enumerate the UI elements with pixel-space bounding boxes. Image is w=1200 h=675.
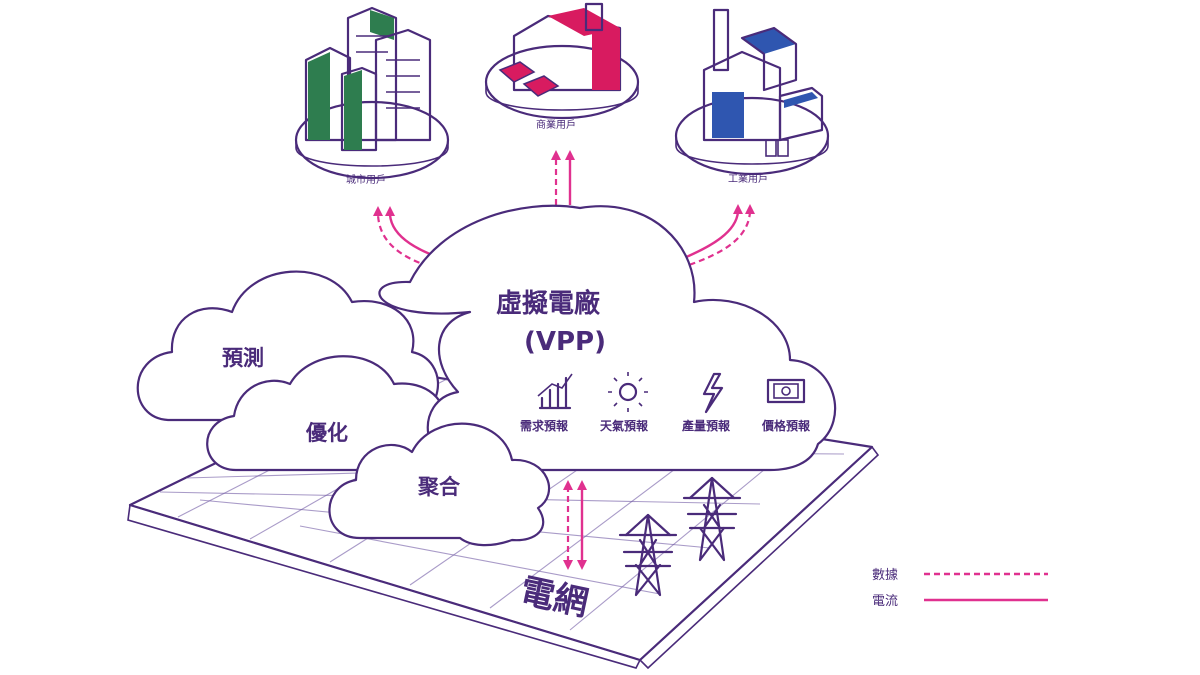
city-user-building-icon: 城市用戶 bbox=[294, 6, 450, 186]
optimize-cloud: 優化 bbox=[206, 355, 464, 472]
vpp-subtitle: (VPP) bbox=[524, 327, 606, 357]
legend-data-label: 數據 bbox=[872, 568, 898, 583]
user-flow-arrows bbox=[373, 150, 755, 274]
forecast-price-label: 價格預報 bbox=[761, 418, 811, 433]
predict-label: 預測 bbox=[222, 346, 264, 370]
weather-sun-icon bbox=[608, 372, 648, 412]
industrial-user-label: 工業用戶 bbox=[728, 172, 768, 185]
demand-chart-icon bbox=[537, 373, 573, 410]
city-user-label: 城市用戶 bbox=[346, 173, 386, 186]
industrial-user-factory-icon: 工業用戶 bbox=[674, 8, 830, 185]
forecast-production-label: 產量預報 bbox=[681, 418, 731, 433]
optimize-label: 優化 bbox=[305, 421, 348, 445]
price-money-icon bbox=[766, 378, 806, 404]
aggregate-label: 聚合 bbox=[417, 475, 461, 499]
transmission-tower-icon bbox=[618, 513, 678, 597]
transmission-tower-icon bbox=[682, 476, 742, 562]
forecast-weather-label: 天氣預報 bbox=[600, 418, 649, 433]
production-lightning-icon bbox=[702, 372, 724, 414]
legend-power-label: 電流 bbox=[872, 594, 898, 609]
commercial-user-label: 商業用戶 bbox=[536, 118, 576, 131]
aggregate-cloud: 聚合 bbox=[328, 422, 551, 547]
commercial-user-factory-icon: 商業用戶 bbox=[484, 2, 640, 131]
vpp-title: 虛擬電廠 bbox=[496, 288, 601, 319]
grid-flow-arrows bbox=[563, 480, 587, 570]
vpp-cloud: 虛擬電廠 (VPP) 需求預報 天氣預報 產量預報 價格預報 bbox=[378, 204, 837, 472]
forecast-demand-label: 需求預報 bbox=[520, 418, 569, 433]
legend: 數據 電流 bbox=[872, 568, 1048, 609]
